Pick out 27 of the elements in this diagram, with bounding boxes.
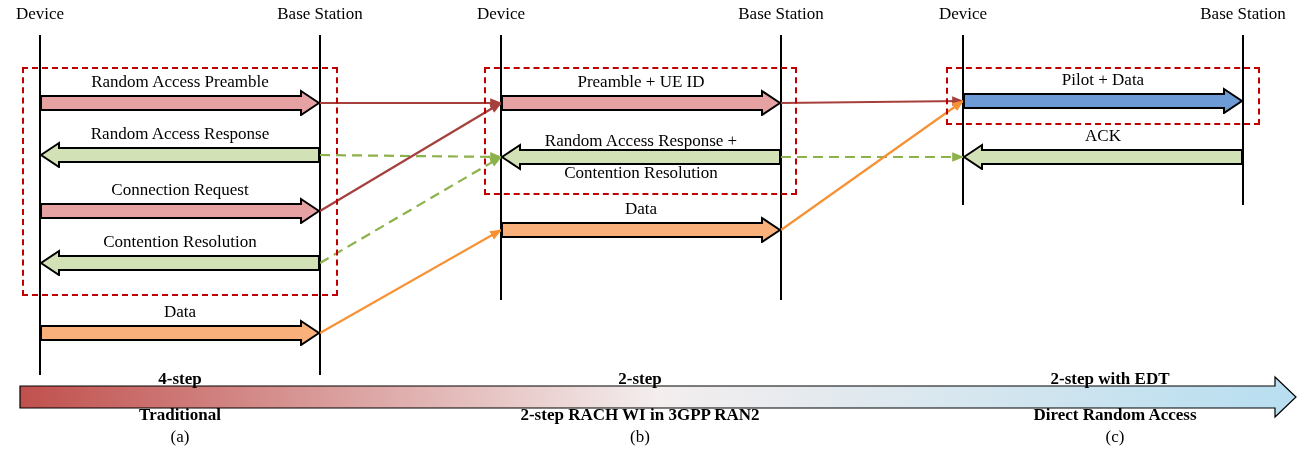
- arrow: [780, 100, 964, 231]
- scheme-label: 2-step with EDT: [1050, 369, 1170, 389]
- panel-label: (b): [630, 427, 650, 447]
- arrow: [320, 152, 503, 162]
- lifeline-header: Device: [938, 4, 988, 24]
- arrow: [319, 156, 503, 264]
- scheme-label: 2-step RACH WI in 3GPP RAN2: [520, 405, 760, 425]
- dashed-group-box: [946, 67, 1260, 125]
- scheme-label: Traditional: [139, 405, 221, 425]
- arrow: [319, 102, 503, 212]
- scheme-label: 2-step: [618, 369, 662, 389]
- panel-label: (c): [1105, 427, 1125, 447]
- scheme-label: Direct Random Access: [1033, 405, 1197, 425]
- arrow: [319, 229, 503, 334]
- lifeline-header: Device: [15, 4, 65, 24]
- dashed-group-box: [484, 67, 797, 195]
- message: Random Access Response + Contention Resolution: [501, 125, 781, 191]
- lifeline-header: Base Station: [738, 4, 824, 24]
- scheme-label: 4-step: [158, 369, 202, 389]
- arrow: [781, 96, 965, 106]
- arrow: [781, 152, 965, 162]
- lifeline-header: Base Station: [277, 4, 363, 24]
- dashed-group-box: [22, 67, 338, 296]
- arrow: [320, 98, 503, 108]
- lifeline-header: Base Station: [1200, 4, 1286, 24]
- panel-label: (a): [170, 427, 190, 447]
- lifeline-header: Device: [476, 4, 526, 24]
